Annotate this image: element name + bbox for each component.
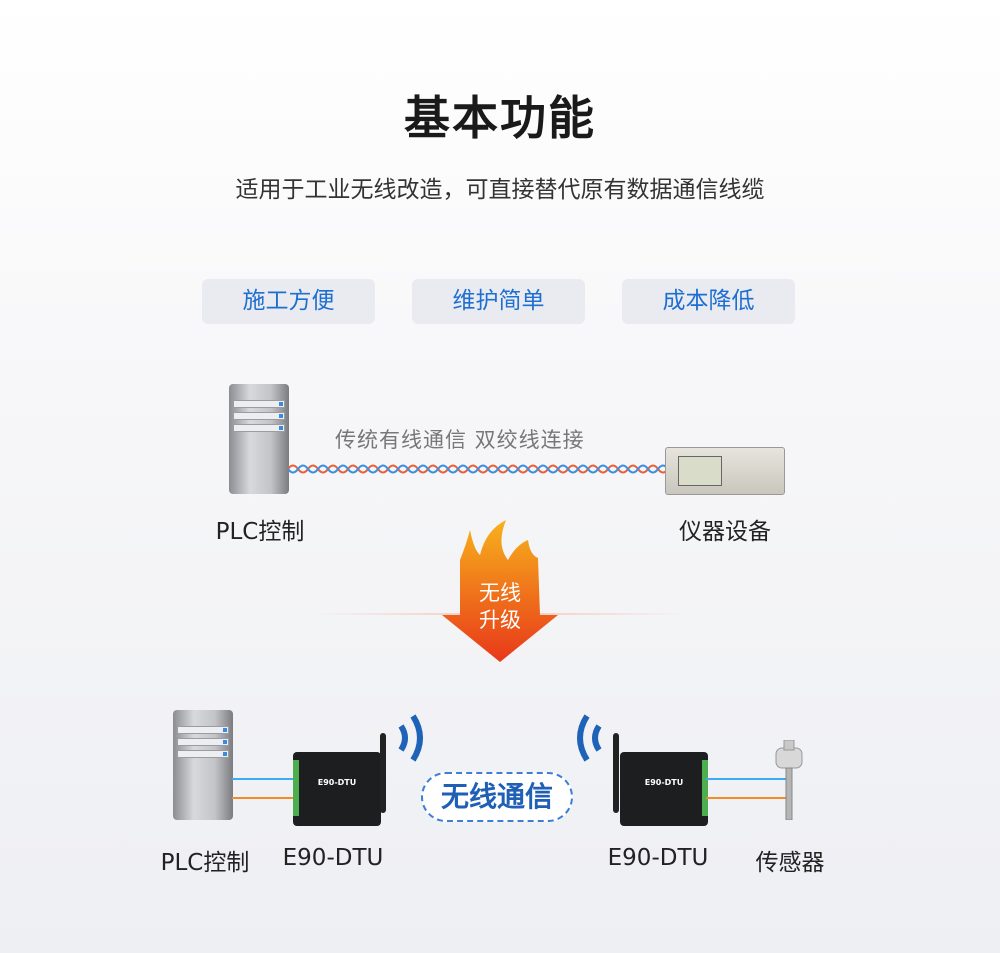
upgrade-arrow-icon	[442, 520, 558, 662]
upgrade-text: 无线	[479, 581, 521, 605]
antenna-icon	[613, 733, 619, 813]
wifi-signal-icon	[577, 714, 602, 762]
signal-line	[706, 797, 786, 799]
sensor-label: 传感器	[755, 850, 825, 876]
plc-label: PLC控制	[215, 519, 305, 545]
dtu-device-icon: E90-DTU	[293, 752, 381, 826]
sensor-icon	[775, 740, 803, 820]
plc-server-icon	[229, 384, 289, 494]
page-title: 基本功能	[404, 91, 596, 145]
dtu-device-icon: E90-DTU	[620, 752, 708, 826]
cable-description: 传统有线通信 双绞线连接	[335, 428, 585, 452]
dtu-label: E90-DTU	[607, 845, 709, 871]
wifi-signal-icon	[398, 714, 423, 762]
twisted-pair-cable	[288, 464, 668, 474]
signal-line	[232, 778, 294, 780]
instrument-device-icon	[665, 447, 785, 495]
instrument-label: 仪器设备	[679, 519, 771, 545]
feature-pill: 维护简单	[412, 279, 585, 324]
page-subtitle: 适用于工业无线改造，可直接替代原有数据通信线缆	[235, 177, 765, 203]
feature-pill: 施工方便	[202, 279, 375, 324]
signal-line	[706, 778, 786, 780]
signal-line	[232, 797, 294, 799]
wireless-badge: 无线通信	[421, 772, 573, 822]
feature-pill: 成本降低	[622, 279, 795, 324]
plc-server-icon	[173, 710, 233, 820]
dtu-label: E90-DTU	[282, 845, 384, 871]
upgrade-text: 升级	[479, 608, 521, 632]
antenna-icon	[380, 733, 386, 813]
plc-label: PLC控制	[160, 850, 250, 876]
